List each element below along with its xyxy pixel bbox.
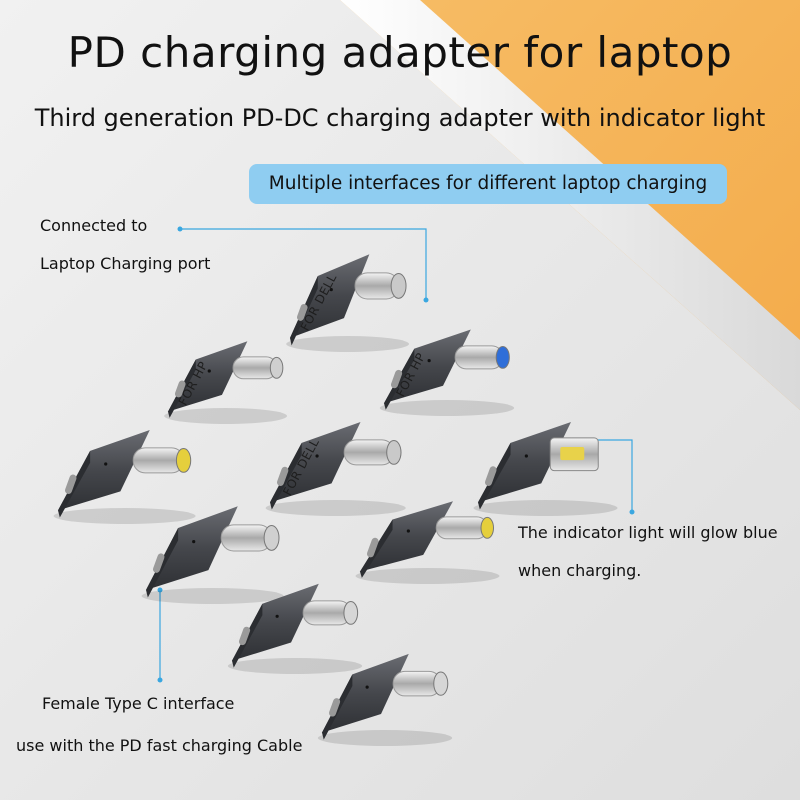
adapter-10 [317, 653, 453, 746]
laptop-port-note-1: Connected to [40, 216, 148, 235]
indicator-light-icon [315, 454, 319, 458]
adapter-5: FOR DELL [265, 422, 406, 516]
indicator-light-icon [524, 454, 528, 458]
adapter-2: FOR HP [164, 341, 288, 424]
laptop-port-callout [180, 228, 427, 300]
adapter-body [322, 653, 409, 733]
adapter-body [384, 329, 471, 404]
indicator-light-icon [427, 359, 431, 363]
interfaces-banner: Multiple interfaces for different laptop… [249, 164, 727, 204]
indicator-light-icon [329, 288, 333, 292]
connector-tip-icon [454, 345, 504, 370]
laptop-port-note-2: Laptop Charging port [40, 254, 211, 273]
adapter-body [146, 506, 238, 590]
page-title: PD charging adapter for laptop [67, 28, 733, 77]
adapter-body [290, 254, 370, 338]
typec-port-icon [64, 474, 77, 494]
indicator-light-icon [104, 462, 108, 466]
adapter-6 [473, 422, 618, 516]
adapter-body [58, 430, 150, 511]
typec-port-icon [296, 303, 308, 321]
adapter-9 [227, 583, 363, 674]
adapter-4 [53, 430, 196, 524]
indicator-note-1: The indicator light will glow blue [518, 523, 778, 542]
indicator-light-icon [192, 540, 196, 544]
typec-port-icon [390, 369, 403, 389]
adapter-body [270, 422, 361, 503]
typec-port-icon [238, 626, 251, 646]
indicator-light-icon [365, 685, 369, 689]
connector-tip-icon [435, 516, 488, 540]
adapter-8 [355, 501, 500, 584]
adapter-body [232, 583, 319, 661]
indicator-light-icon [406, 529, 410, 533]
indicator-light-icon [275, 614, 279, 618]
typec-port-icon [366, 537, 379, 558]
adapter-body [478, 422, 571, 503]
typec-port-icon [152, 553, 165, 573]
adapter-7 [141, 506, 284, 604]
typec-port-icon [276, 466, 289, 486]
page-subtitle: Third generation PD-DC charging adapter … [34, 104, 766, 132]
adapter-1: FOR DELL [286, 254, 410, 352]
adapter-body [168, 341, 248, 412]
typec-note-1: Female Type C interface [42, 694, 235, 713]
typec-note-2: use with the PD fast charging Cable [16, 736, 303, 755]
indicator-note-2: when charging. [518, 561, 642, 580]
adapter-body [360, 501, 453, 572]
typec-port-icon [174, 380, 186, 398]
typec-port-icon [484, 466, 497, 486]
adapter-3: FOR HP [379, 329, 515, 416]
typec-port-icon [328, 698, 341, 717]
indicator-light-icon [207, 369, 211, 373]
